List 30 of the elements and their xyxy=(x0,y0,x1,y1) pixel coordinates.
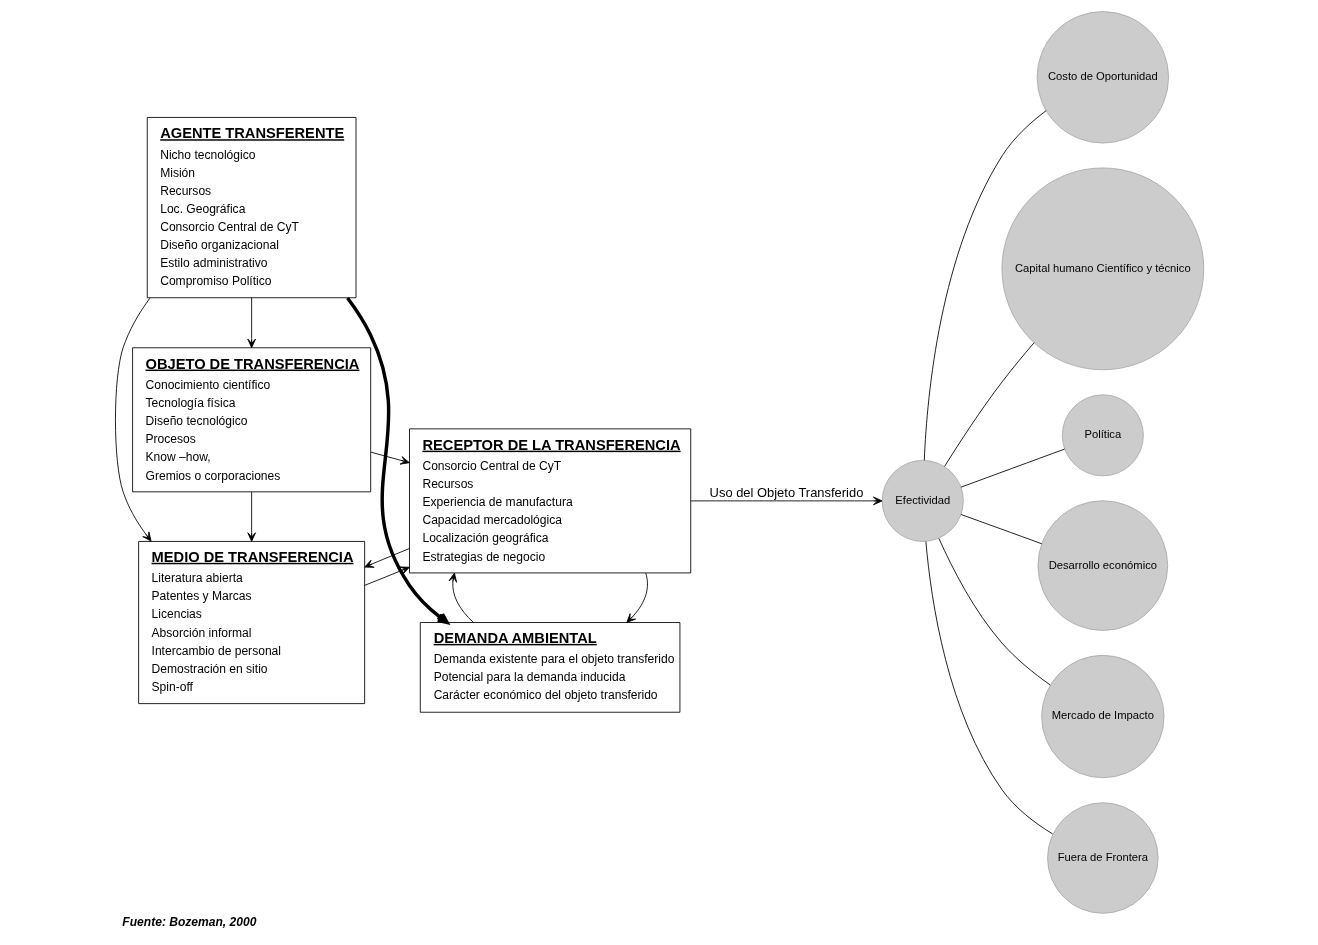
node-circle: Mercado de Impacto xyxy=(1040,654,1164,779)
node-circle: Capital humano Científico y técnico xyxy=(1001,167,1204,371)
node-box: RECEPTOR DE LA TRANSFERENCIA Consorcio Central de CyT Recursos Experiencia de manufactura Capacidad mercadológica Localización geográfica Estrategias de negocio xyxy=(408,428,691,574)
connector xyxy=(924,541,1053,835)
node-box: MEDIO DE TRANSFERENCIA Literatura abierta Patentes y Marcas Licencias Absorción informal Intercambio de personal Demostración en sitio Spin-off xyxy=(137,541,365,705)
arrow xyxy=(690,496,882,506)
connector xyxy=(938,538,1051,686)
arrow xyxy=(246,491,256,542)
arrow xyxy=(363,548,410,568)
connector xyxy=(943,342,1035,467)
edge-label: Uso del Objeto Transferido xyxy=(709,484,863,500)
arrow xyxy=(448,572,474,623)
node-circle: Fuera de Frontera xyxy=(1046,802,1159,914)
node-circle: Política xyxy=(1061,394,1144,477)
connector xyxy=(960,448,1065,488)
node-box: OBJETO DE TRANSFERENCIA Conocimiento científico Tecnología física Diseño tecnológico Procesos Know –how, Gremios o corporaciones xyxy=(131,347,371,493)
arrow xyxy=(625,572,648,623)
connector xyxy=(960,514,1042,545)
arrow xyxy=(246,297,256,349)
node-box: AGENTE TRANSFERENTE Nicho tecnológico Misión Recursos Loc. Geográfica Consorcio Central de CyT Diseño organizacional Estilo administrativo Compromiso Político xyxy=(146,117,356,299)
node-box: DEMANDA AMBIENTAL Demanda existente para el objeto transferido Potencial para la demanda inducida Carácter económico del objeto transferido xyxy=(419,622,680,713)
arrow xyxy=(370,451,410,465)
arrow xyxy=(114,297,151,542)
connector xyxy=(923,110,1047,461)
node-circle: Costo de Oportunidad xyxy=(1036,11,1169,144)
caption: Fuente: Bozeman, 2000 xyxy=(121,914,256,929)
node-circle: Desarrollo económico xyxy=(1037,500,1168,631)
arrow xyxy=(345,297,449,625)
arrow xyxy=(363,566,410,586)
node-circle: Efectividad xyxy=(881,459,964,542)
